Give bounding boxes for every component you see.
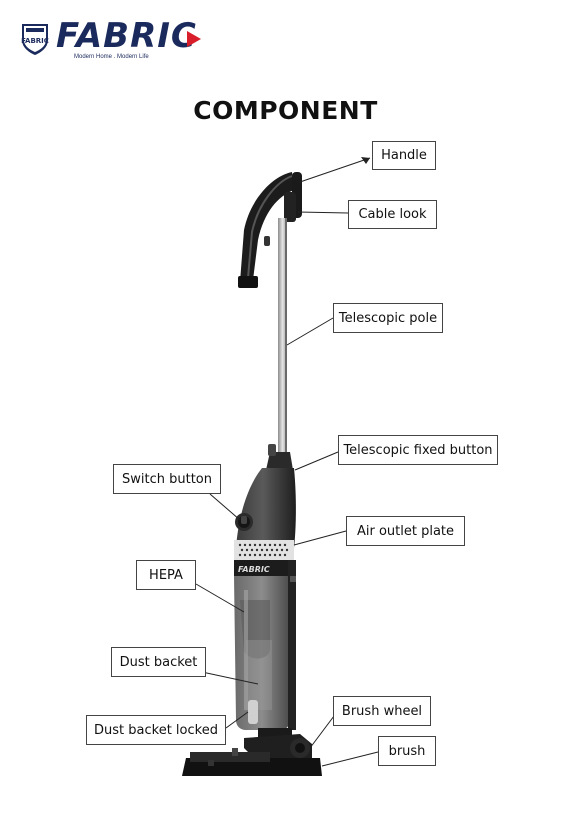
telescopic-pole-part: [278, 218, 287, 458]
label-cable-look: Cable look: [348, 200, 437, 229]
label-handle: Handle: [372, 141, 436, 170]
play-triangle-icon: [187, 31, 201, 47]
motor-body-part: [236, 468, 296, 548]
shield-text: FABRIC: [21, 37, 49, 45]
label-switch-button: Switch button: [113, 464, 221, 494]
cable-hook-part: [284, 172, 302, 222]
handle-arrow-icon: [361, 157, 370, 164]
label-brush-wheel: Brush wheel: [333, 696, 431, 726]
label-hepa: HEPA: [136, 560, 196, 590]
switch-button-part: [235, 513, 253, 531]
label-brush: brush: [378, 736, 436, 766]
product-badge: FABRIC: [238, 565, 270, 574]
callout-lines: [195, 157, 379, 767]
brand-logo: FABRIC FABRIC Modern Home . Modern Life: [20, 16, 220, 70]
telescopic-button-part: [266, 452, 293, 470]
label-telescopic-pole: Telescopic pole: [333, 303, 443, 333]
handle-part: [238, 172, 294, 288]
label-air-outlet-plate: Air outlet plate: [346, 516, 465, 546]
brand-tagline: Modern Home . Modern Life: [74, 54, 149, 60]
brand-wordmark: FABRIC: [56, 16, 197, 56]
shield-icon: FABRIC: [21, 24, 49, 55]
label-dust-backet-locked: Dust backet locked: [86, 715, 226, 745]
label-dust-backet: Dust backet: [111, 647, 206, 677]
label-telescopic-fixed-button: Telescopic fixed button: [338, 435, 498, 465]
bin-lock-part: [248, 700, 258, 724]
page-title: COMPONENT: [193, 96, 378, 125]
